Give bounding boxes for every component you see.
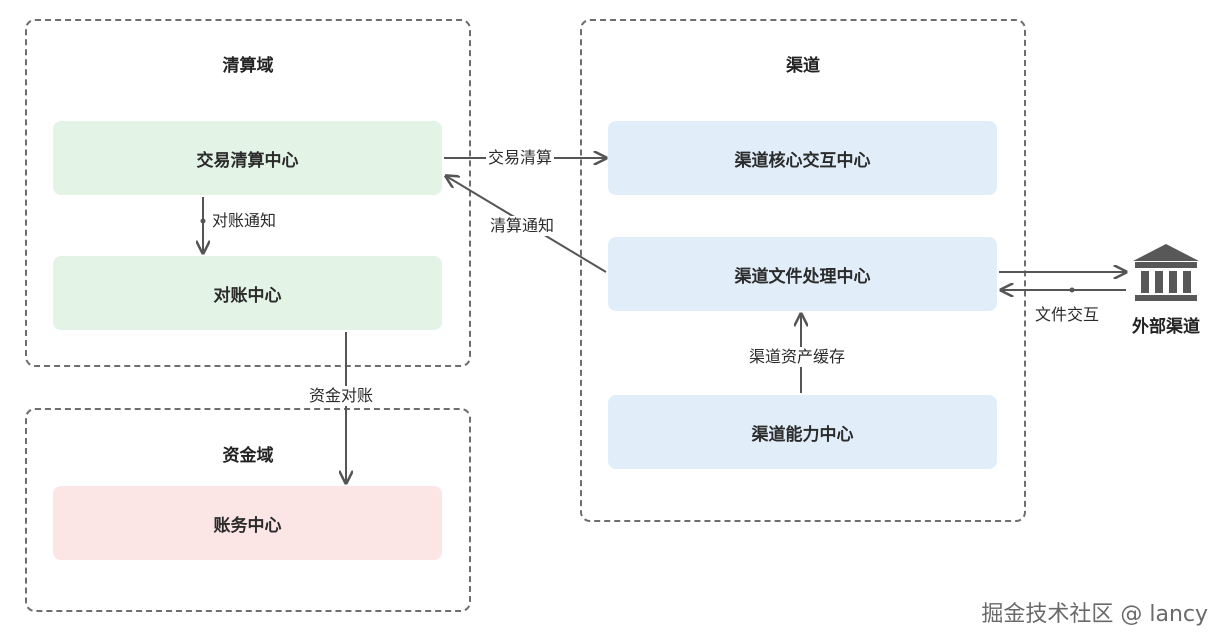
bank-icon — [1131, 242, 1201, 306]
channel-region-title: 渠道 — [786, 56, 820, 76]
reconciliation-notice-label: 对账通知 — [210, 211, 279, 231]
file-interaction-label: 文件交互 — [1033, 305, 1102, 325]
channel-core-center-node: 渠道核心交互中心 — [608, 121, 997, 195]
channel-asset-cache-label: 渠道资产缓存 — [747, 347, 848, 367]
trade-clearing-label: 交易清算 — [486, 148, 555, 168]
clearing-domain-title: 清算域 — [222, 56, 274, 76]
accounting-center-node: 账务中心 — [53, 486, 442, 560]
trade-clearing-center-node: 交易清算中心 — [53, 121, 442, 195]
funds-reconciliation-label: 资金对账 — [307, 386, 376, 406]
external-channel-label: 外部渠道 — [1132, 317, 1200, 337]
watermark: 掘金技术社区 @ lancy — [981, 602, 1208, 627]
file-interaction-dot — [1069, 287, 1075, 293]
channel-capability-center-node: 渠道能力中心 — [608, 395, 997, 469]
reconciliation-center-node: 对账中心 — [53, 256, 442, 330]
funds-domain-region: 资金域 — [25, 408, 471, 612]
clearing-notice-label: 清算通知 — [488, 216, 557, 236]
funds-domain-title: 资金域 — [222, 446, 274, 466]
channel-file-center-node: 渠道文件处理中心 — [608, 237, 997, 311]
